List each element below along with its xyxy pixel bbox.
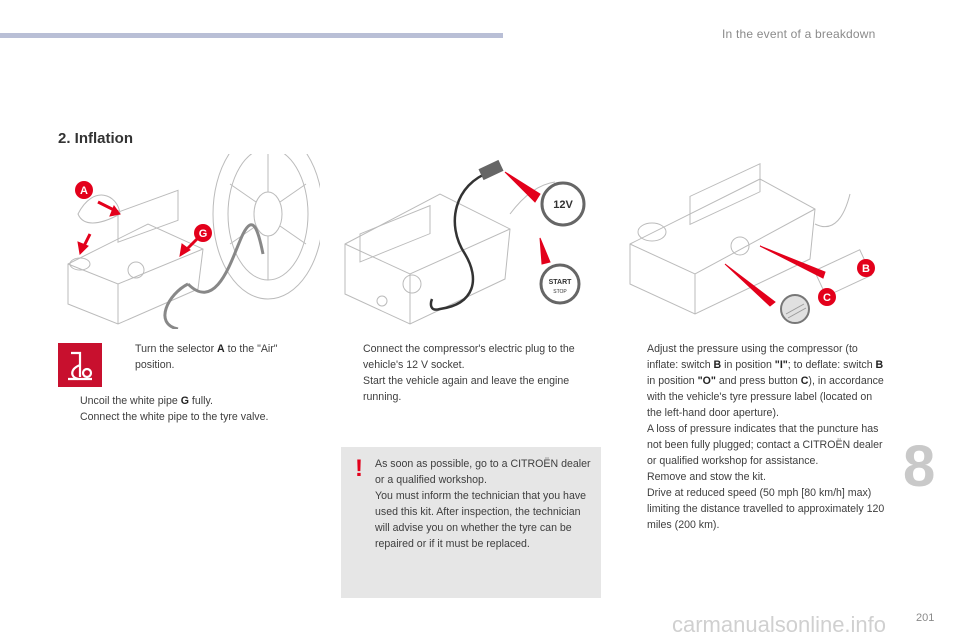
compressor-icon-box	[58, 343, 102, 392]
col1-step1: Turn the selector A to the "Air" positio…	[113, 341, 313, 373]
compressor-icon	[58, 343, 102, 387]
chapter-number: 8	[903, 434, 936, 499]
list-item: Connect the white pipe to the tyre valve…	[80, 411, 269, 423]
callout-c: C	[823, 292, 831, 304]
stop-label: STOP	[553, 289, 567, 295]
callout-b: B	[862, 263, 870, 275]
list-item: Drive at reduced speed (50 mph [80 km/h]…	[647, 487, 885, 531]
running-head: In the event of a breakdown	[722, 27, 876, 41]
callout-g-marker	[194, 224, 212, 242]
warning-box: ! As soon as possible, go to a CITROËN d…	[341, 447, 601, 598]
col2-steps: Connect the compressor's electric plug t…	[341, 341, 599, 405]
callout-a: A	[80, 185, 88, 197]
start-label: START	[549, 279, 573, 286]
list-item: Turn the selector A to the "Air" positio…	[135, 343, 278, 371]
page-number: 201	[916, 612, 935, 624]
illustration-12v-socket: 12V START STOP	[340, 154, 602, 329]
callout-a-marker	[75, 181, 93, 199]
callout-b-marker	[857, 259, 875, 277]
list-item: Remove and stow the kit.	[647, 471, 766, 483]
callout-c-marker	[818, 288, 836, 306]
list-item: Uncoil the white pipe G fully.	[80, 395, 213, 407]
section-title: 2. Inflation	[58, 130, 133, 147]
callout-g: G	[199, 228, 208, 240]
list-item: Start the vehicle again and leave the en…	[363, 375, 570, 403]
illustration-compressor-controls: B C	[620, 154, 882, 329]
header-bar	[0, 33, 503, 38]
list-item: Connect the compressor's electric plug t…	[363, 343, 575, 371]
socket-12v-label: 12V	[553, 199, 573, 211]
start-stop-button	[539, 263, 581, 305]
col3-steps: Adjust the pressure using the compressor…	[625, 341, 885, 533]
pressure-note: A loss of pressure indicates that the pu…	[647, 423, 883, 467]
illustration-compressor-tyre: A G	[58, 154, 320, 329]
list-item: Adjust the pressure using the compressor…	[647, 343, 884, 467]
warning-icon: !	[355, 455, 363, 482]
col1-steps: Uncoil the white pipe G fully. Connect t…	[58, 393, 313, 425]
warning-text: As soon as possible, go to a CITROËN dea…	[375, 458, 591, 550]
watermark: carmanualsonline.info	[672, 612, 887, 637]
socket-12v	[540, 181, 586, 227]
